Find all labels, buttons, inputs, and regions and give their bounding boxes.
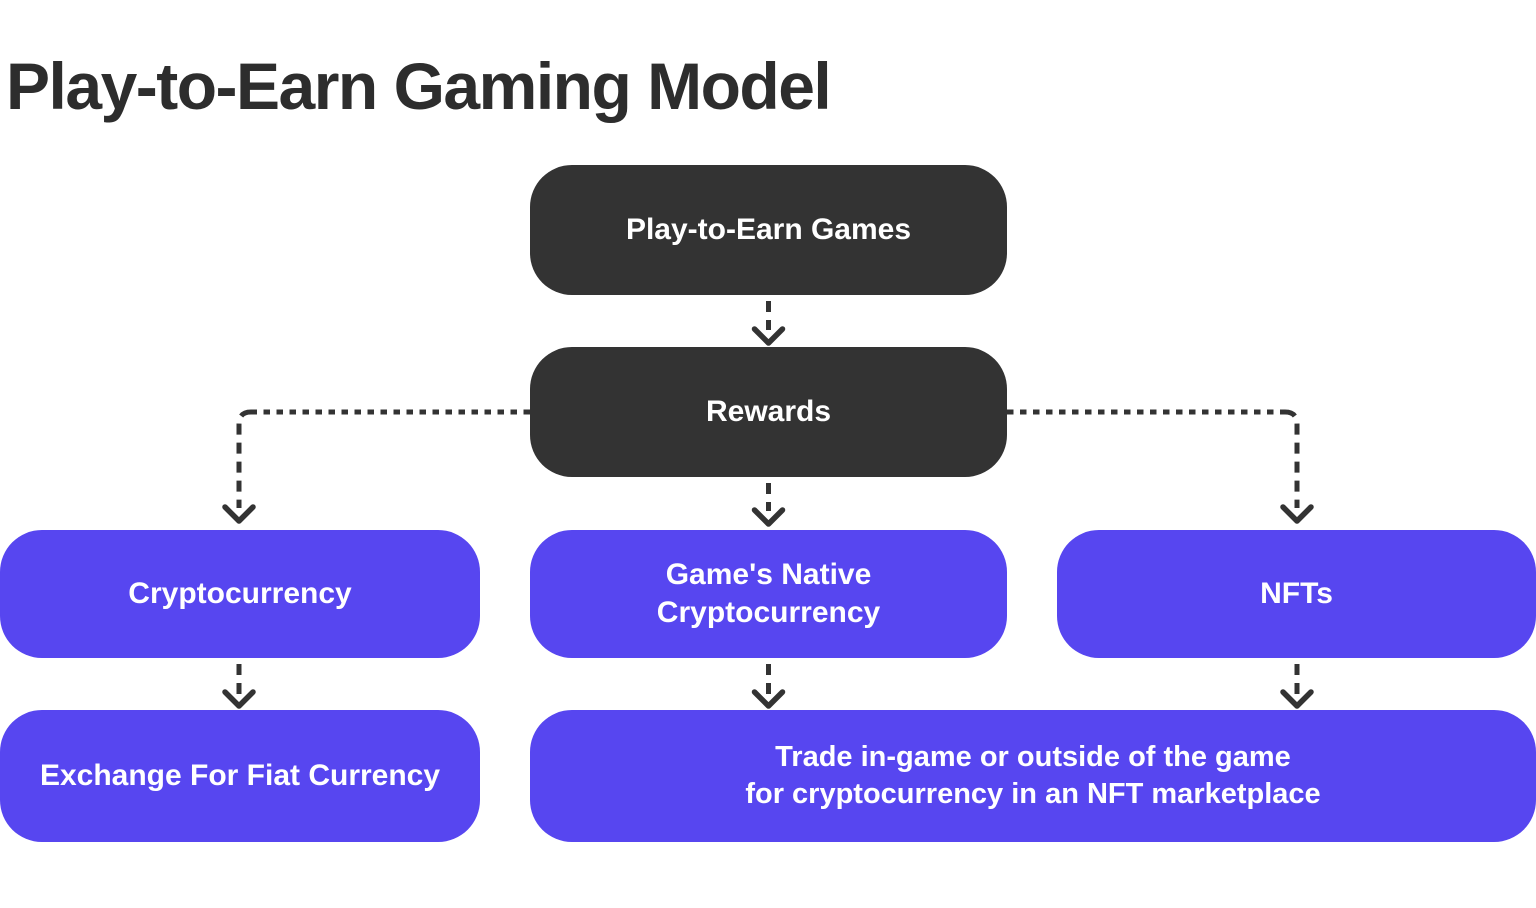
page-title: Play-to-Earn Gaming Model (6, 49, 832, 123)
edge-rewards-to-cryptocurrency (222, 409, 530, 524)
node-label-line2: for cryptocurrency in an NFT marketplace (745, 778, 1321, 810)
edge-nfts-to-trade (1280, 664, 1314, 709)
arrowhead-down-icon (222, 504, 256, 524)
edge-games-to-rewards (751, 301, 786, 346)
node-trade-nft-marketplace: Trade in-game or outside of the game for… (530, 710, 1536, 842)
node-label: NFTs (1260, 576, 1333, 610)
node-games-native-cryptocurrency: Game's Native Cryptocurrency (530, 530, 1007, 658)
edge-rewards-to-nfts (1007, 409, 1314, 524)
edge-line (1284, 409, 1300, 508)
arrowhead-down-icon (751, 689, 786, 709)
edge-cryptocurrency-to-fiat (222, 664, 256, 709)
arrowhead-down-icon (1280, 689, 1314, 709)
node-cryptocurrency: Cryptocurrency (0, 530, 480, 658)
node-label-line2: Cryptocurrency (656, 596, 881, 629)
node-label: Cryptocurrency (128, 576, 352, 610)
edge-rewards-to-native-crypto (751, 483, 786, 527)
edge-line (236, 409, 252, 508)
node-play-to-earn-games: Play-to-Earn Games (530, 165, 1007, 295)
arrowhead-down-icon (222, 689, 256, 709)
arrowhead-down-icon (1280, 504, 1314, 524)
node-label: Play-to-Earn Games (625, 212, 912, 246)
node-label-line1: Trade in-game or outside of the game (775, 741, 1291, 774)
arrowhead-down-icon (751, 507, 786, 527)
node-label: Rewards (705, 394, 832, 428)
arrowhead-down-icon (751, 326, 786, 346)
edge-native-crypto-to-trade (751, 664, 786, 709)
node-label-line1: Game's Native (665, 557, 872, 591)
node-label: Exchange For Fiat Currency (39, 758, 441, 792)
node-exchange-for-fiat-currency: Exchange For Fiat Currency (0, 710, 480, 842)
node-rewards: Rewards (530, 347, 1007, 477)
node-nfts: NFTs (1057, 530, 1536, 658)
